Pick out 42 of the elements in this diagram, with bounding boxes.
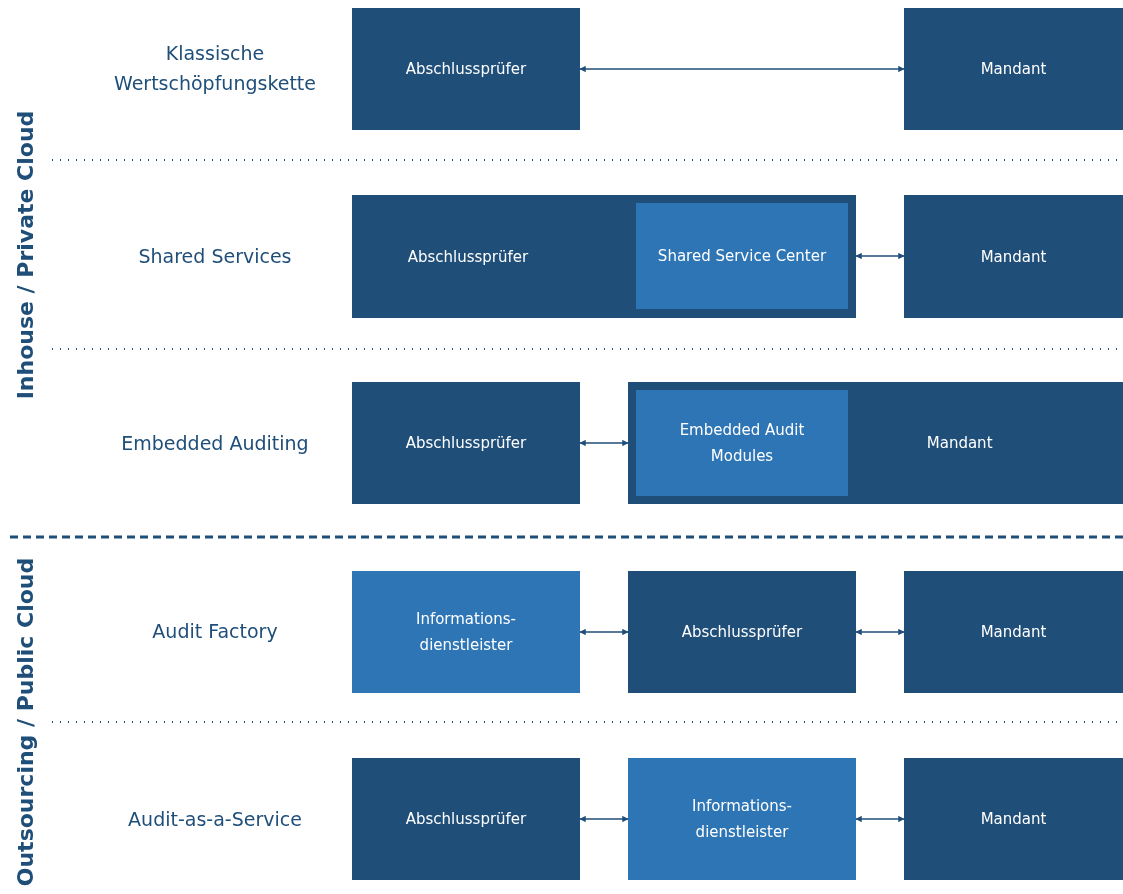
arrow <box>855 815 905 823</box>
box-label: Mandant <box>979 59 1048 80</box>
box-label: Abschlussprüfer <box>404 809 528 830</box>
process-box <box>628 382 1123 504</box>
box-label: Shared Service Center <box>657 246 827 267</box>
row-label: Embedded Auditing <box>120 431 310 456</box>
arrow <box>579 815 629 823</box>
group-label: Outsourcing / Public Cloud <box>12 557 38 887</box>
box-label: Mandant <box>979 809 1048 830</box>
process-box <box>352 8 580 130</box>
process-box <box>904 758 1123 880</box>
box-label: Informations- dienstleister <box>690 796 794 843</box>
box-label: Informations- dienstleister <box>414 609 518 656</box>
process-box <box>904 195 1123 318</box>
row-label: Audit-as-a-Service <box>127 807 303 832</box>
box-label: Mandant <box>979 246 1048 268</box>
box-label: Abschlussprüfer <box>404 59 528 80</box>
box-label: Mandant <box>925 433 994 454</box>
row-label: Shared Services <box>137 244 293 269</box>
box-label: Abschlussprüfer <box>406 246 530 268</box>
module-box <box>636 203 848 309</box>
box-label: Abschlussprüfer <box>680 622 804 643</box>
box-label: Abschlussprüfer <box>404 433 528 454</box>
arrow <box>855 628 905 636</box>
process-box <box>904 571 1123 693</box>
process-box <box>352 758 580 880</box>
arrow <box>579 628 629 636</box>
row-label: Audit Factory <box>151 619 279 644</box>
arrow <box>579 439 629 447</box>
row-label: Klassische Wertschöpfungskette <box>112 41 317 96</box>
process-box <box>352 571 580 693</box>
arrow <box>855 252 905 260</box>
process-box <box>352 382 580 504</box>
group-label: Inhouse / Private Cloud <box>12 110 38 400</box>
module-box <box>636 390 848 496</box>
box-label: Mandant <box>979 622 1048 643</box>
process-box <box>628 758 856 880</box>
process-box <box>628 571 856 693</box>
process-box <box>904 8 1123 130</box>
arrow <box>579 65 905 73</box>
process-box <box>352 195 856 318</box>
box-label: Embedded Audit Modules <box>678 420 806 467</box>
